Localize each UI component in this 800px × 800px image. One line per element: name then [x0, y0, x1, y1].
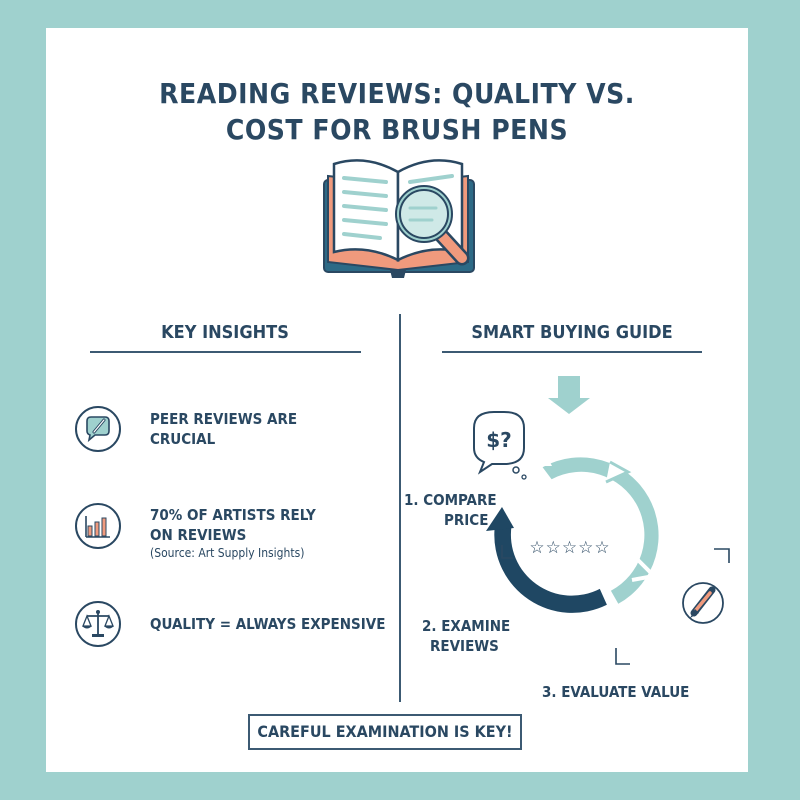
- insight-2-text: 70% OF ARTISTS RELY ON REVIEWS: [150, 505, 316, 545]
- insight-artists-rely: 70% OF ARTISTS RELY ON REVIEWS (Source: …: [74, 502, 394, 592]
- fountain-pen-icon: [682, 582, 724, 624]
- insight-2-line-2: ON REVIEWS: [150, 526, 247, 544]
- five-stars-icon: ☆☆☆☆☆: [529, 538, 610, 558]
- step-2-line-1: 2. EXAMINE: [422, 617, 511, 635]
- infographic-card: READING REVIEWS: QUALITY VS. COST FOR BR…: [46, 28, 748, 772]
- buying-guide-cycle: $? ☆☆☆☆☆ 1. COMPARE PRICE 2. EXAMINE REV…: [392, 362, 748, 722]
- page-title-line-1: READING REVIEWS: QUALITY VS.: [159, 77, 635, 110]
- key-insights-heading: KEY INSIGHTS: [161, 322, 289, 343]
- price-question-bubble-icon: [473, 411, 527, 480]
- step-2-label: 2. EXAMINE REVIEWS: [422, 616, 510, 656]
- cycle-diagram: $? ☆☆☆☆☆: [473, 376, 730, 665]
- conclusion-banner: CAREFUL EXAMINATION IS KEY!: [248, 714, 522, 750]
- insight-peer-reviews: PEER REVIEWS ARE CRUCIAL: [74, 405, 394, 465]
- open-book-magnifier-icon: [323, 159, 475, 278]
- insight-3-text: QUALITY = ALWAYS EXPENSIVE: [150, 615, 386, 633]
- bar-chart-icon: [75, 503, 121, 549]
- step-2-line-2: REVIEWS: [430, 637, 499, 655]
- page-title-line-2: COST FOR BRUSH PENS: [225, 113, 569, 146]
- speech-bubble-pen-icon: [75, 406, 121, 452]
- column-divider: [399, 314, 401, 702]
- down-arrow-icon: [548, 376, 590, 414]
- insight-2-line-1: 70% OF ARTISTS RELY: [150, 506, 316, 524]
- smart-buying-guide-heading: SMART BUYING GUIDE: [471, 322, 673, 343]
- step-1-line-1: 1. COMPARE: [404, 491, 497, 509]
- price-symbol: $?: [486, 428, 512, 452]
- balance-scale-icon: [75, 601, 121, 647]
- page-title: READING REVIEWS: QUALITY VS. COST FOR BR…: [46, 76, 748, 148]
- step-3-label: 3. EVALUATE VALUE: [542, 683, 690, 701]
- insight-1-text: PEER REVIEWS ARE CRUCIAL: [150, 409, 297, 449]
- key-insights-rule: [90, 351, 361, 353]
- cycle-navy-segment: [494, 525, 607, 613]
- step-1-label: 1. COMPARE PRICE: [404, 490, 497, 530]
- cycle-teal-segment: [542, 457, 659, 604]
- insight-quality-expensive: QUALITY = ALWAYS EXPENSIVE: [74, 600, 394, 660]
- insight-1-line-2: CRUCIAL: [150, 430, 216, 448]
- insight-2-source: (Source: Art Supply Insights): [150, 546, 305, 560]
- smart-buying-guide-rule: [442, 351, 702, 353]
- insight-1-line-1: PEER REVIEWS ARE: [150, 410, 298, 428]
- step-1-line-2: PRICE: [444, 511, 489, 529]
